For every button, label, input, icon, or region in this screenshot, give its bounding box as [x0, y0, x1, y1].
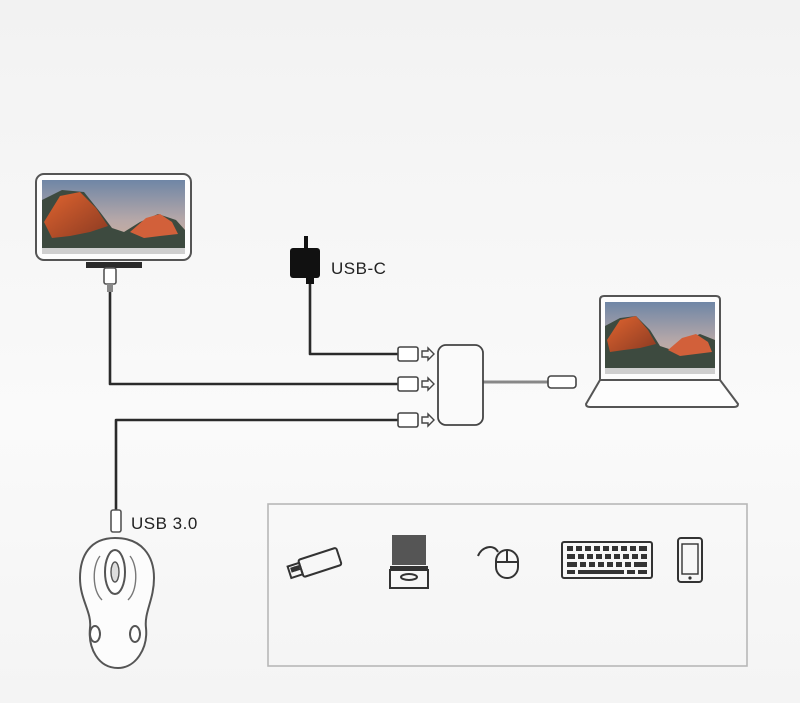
cables — [108, 280, 554, 512]
charger-cable — [308, 280, 400, 356]
usb-c-plug-icon — [547, 375, 577, 389]
phone-display-icon — [35, 173, 192, 268]
arrow-icons — [421, 346, 435, 428]
arrow-right-icon — [421, 346, 435, 362]
usb-c-label: USB-C — [331, 259, 387, 278]
arrow-right-icon — [421, 376, 435, 392]
smartphone-icon — [677, 537, 703, 583]
mouse-icon — [477, 546, 519, 579]
adapter-plugs — [397, 346, 419, 428]
keyboard-icon — [561, 541, 653, 579]
phone-connector-icon — [103, 267, 117, 292]
arrow-right-icon — [421, 412, 435, 428]
compatible-devices-panel — [267, 503, 748, 667]
phone-cable — [108, 290, 400, 386]
mouse-icon — [78, 509, 156, 670]
mouse-cable — [114, 418, 400, 512]
usb-flash-drive-icon — [286, 547, 343, 580]
usb-c-adapter-icon — [437, 344, 484, 426]
usb-3-label: USB 3.0 — [131, 514, 198, 533]
laptop-icon — [584, 295, 740, 408]
power-adapter-icon — [290, 236, 320, 284]
card-reader-icon — [389, 535, 429, 589]
